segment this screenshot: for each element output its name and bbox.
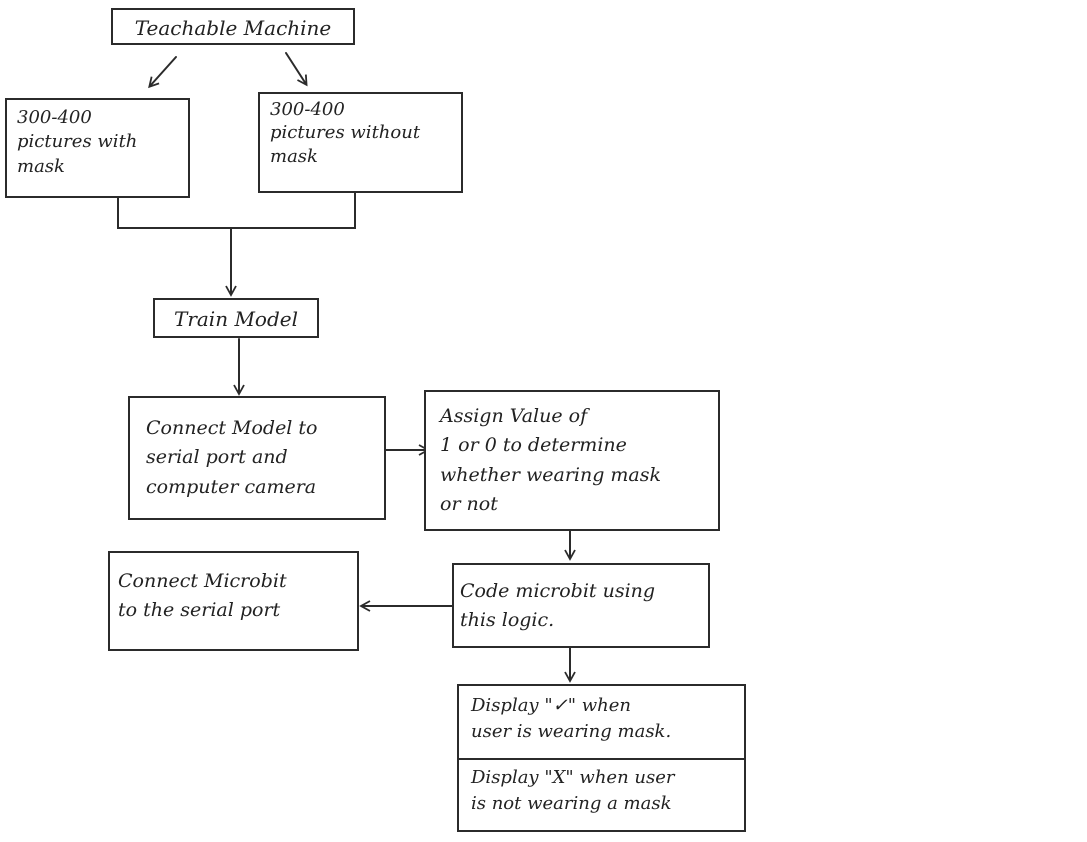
display-x-line-2: is not wearing a mask <box>471 793 672 815</box>
display-check-section: Display "✓" when user is wearing mask. <box>459 686 744 758</box>
with-mask-line-3: mask <box>17 155 65 177</box>
without-mask-line-1: 300-400 <box>270 99 345 120</box>
pictures-without-mask-box: 300-400 pictures without mask <box>258 92 463 193</box>
display-check-line-1: Display "✓" when <box>471 695 631 716</box>
pictures-with-mask-box: 300-400 pictures with mask <box>5 98 190 198</box>
connect-microbit-box: Connect Microbit to the serial port <box>108 551 359 651</box>
assign-value-line-3: whether wearing mask <box>440 463 662 486</box>
connect-model-line-1: Connect Model to <box>146 417 318 439</box>
display-output-box: Display "✓" when user is wearing mask. D… <box>457 684 746 832</box>
arrow-teachable-to-without-mask <box>285 52 308 87</box>
assign-value-line-4: or not <box>440 493 498 516</box>
display-x-line-1: Display "X" when user <box>471 767 675 788</box>
connect-model-line-2: serial port and <box>146 446 288 469</box>
arrow-teachable-to-with-mask <box>148 56 177 89</box>
teachable-machine-label: Teachable Machine <box>134 16 332 40</box>
without-mask-line-2: pictures without <box>270 122 421 144</box>
display-x-section: Display "X" when user is not wearing a m… <box>459 758 744 830</box>
connect-microbit-line-2: to the serial port <box>118 598 281 621</box>
train-model-box: Train Model <box>153 298 319 338</box>
connect-model-box: Connect Model to serial port and compute… <box>128 396 386 520</box>
with-mask-line-2: pictures with <box>17 131 138 153</box>
display-check-line-2: user is wearing mask. <box>471 721 672 743</box>
without-mask-line-3: mask <box>270 145 318 167</box>
code-microbit-box: Code microbit using this logic. <box>452 563 710 648</box>
code-microbit-line-2: this logic. <box>460 609 555 632</box>
with-mask-line-1: 300-400 <box>17 107 92 128</box>
connect-model-line-3: computer camera <box>146 475 317 498</box>
assign-value-line-1: Assign Value of <box>440 405 588 427</box>
train-model-label: Train Model <box>173 307 298 331</box>
teachable-machine-box: Teachable Machine <box>111 8 355 45</box>
assign-value-line-2: 1 or 0 to determine <box>440 434 627 457</box>
connect-microbit-line-1: Connect Microbit <box>118 570 287 592</box>
assign-value-box: Assign Value of 1 or 0 to determine whet… <box>424 390 720 531</box>
code-microbit-line-1: Code microbit using <box>460 580 656 602</box>
merge-connector <box>117 192 356 229</box>
